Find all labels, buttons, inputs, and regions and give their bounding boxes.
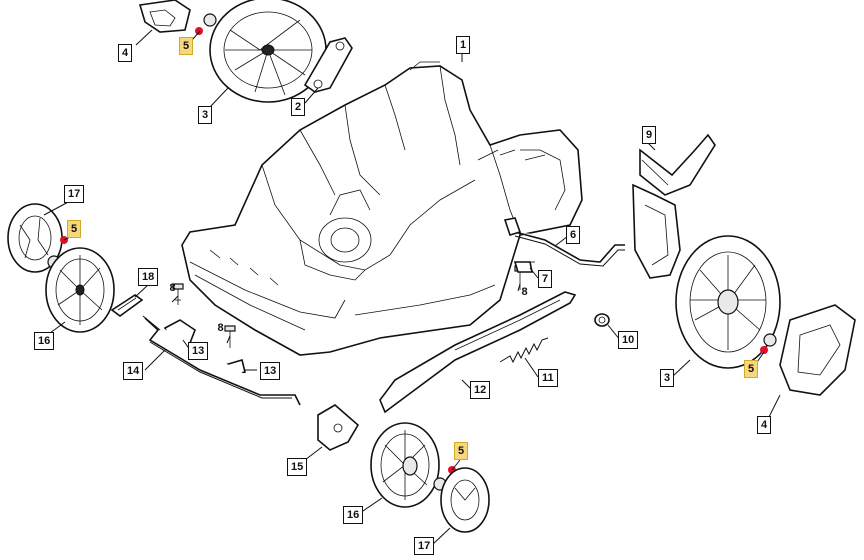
callout-5-left: 5 bbox=[67, 220, 82, 238]
callout-16-left: 16 bbox=[34, 332, 55, 350]
part-7-bracket bbox=[513, 261, 533, 273]
part-18-block bbox=[110, 294, 144, 317]
rod-6 bbox=[503, 217, 625, 267]
callout-9: 9 bbox=[642, 126, 657, 144]
callout-8-a: 8 bbox=[169, 282, 176, 294]
right-wheel-assembly bbox=[675, 235, 856, 396]
bar-12 bbox=[379, 291, 577, 414]
rod-14 bbox=[142, 315, 301, 406]
bottom-wheel-assembly bbox=[370, 422, 490, 533]
callout-13-a: 13 bbox=[188, 342, 209, 360]
callout-1: 1 bbox=[456, 36, 471, 54]
callout-17-left: 17 bbox=[64, 185, 85, 203]
callout-14: 14 bbox=[123, 362, 144, 380]
callout-5-top: 5 bbox=[179, 37, 194, 55]
callout-13-b: 13 bbox=[260, 362, 281, 380]
spring-11 bbox=[499, 337, 549, 364]
callout-11: 11 bbox=[538, 369, 558, 387]
callout-8-b: 8 bbox=[217, 322, 224, 334]
callout-3-right: 3 bbox=[660, 369, 675, 387]
mower-deck-housing bbox=[181, 61, 583, 356]
callout-16-bottom: 16 bbox=[343, 506, 364, 524]
top-left-wheel-assembly bbox=[138, 0, 353, 103]
callout-4-top: 4 bbox=[118, 44, 133, 62]
part-10-bushing bbox=[594, 313, 610, 327]
callout-17-bottom: 17 bbox=[414, 537, 435, 555]
red-marker-top bbox=[195, 27, 203, 35]
red-marker-right bbox=[760, 346, 768, 354]
callout-18: 18 bbox=[138, 268, 159, 286]
callout-2: 2 bbox=[291, 98, 306, 116]
callout-7: 7 bbox=[538, 270, 553, 288]
left-wheel-assembly bbox=[7, 203, 115, 333]
callout-12: 12 bbox=[470, 381, 491, 399]
callout-3-top: 3 bbox=[198, 106, 213, 124]
callout-4-right: 4 bbox=[757, 416, 772, 434]
part-15-bracket bbox=[317, 404, 360, 451]
handle-9 bbox=[632, 133, 716, 279]
callout-6: 6 bbox=[566, 226, 581, 244]
callout-5-right: 5 bbox=[744, 360, 759, 378]
callout-8-c: 8 bbox=[521, 286, 528, 298]
callout-5-bottom: 5 bbox=[454, 442, 469, 460]
callout-15: 15 bbox=[287, 458, 308, 476]
callout-10: 10 bbox=[618, 331, 639, 349]
red-marker-left bbox=[60, 236, 68, 244]
